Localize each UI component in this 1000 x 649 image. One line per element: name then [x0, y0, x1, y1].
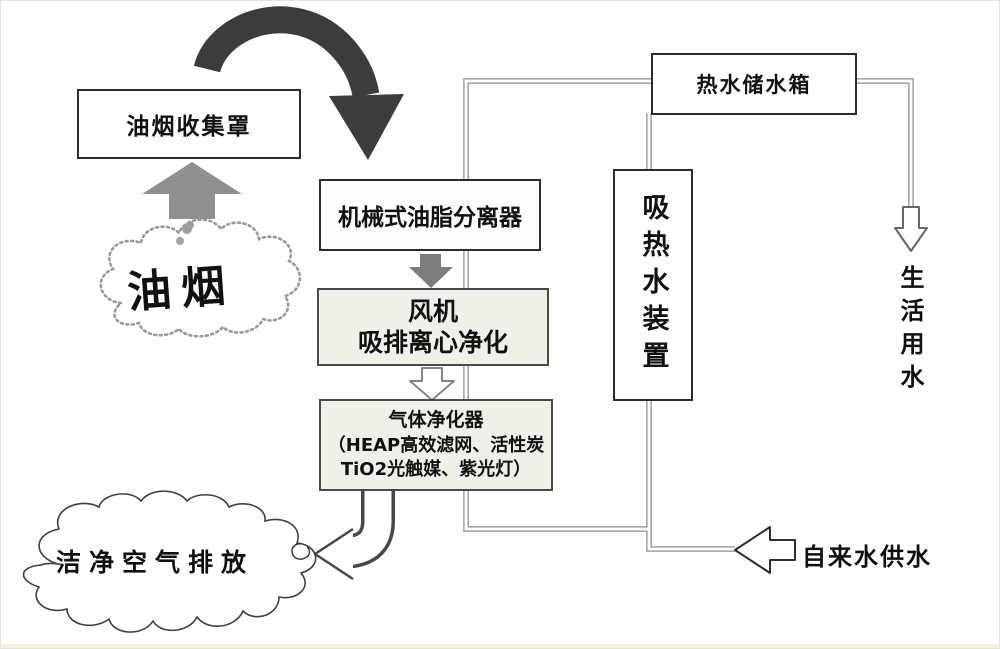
node-label: 油烟收集罩: [126, 114, 252, 140]
curved-arrowhead: [329, 94, 404, 160]
node-mechanical-grease-separator: 机械式油脂分离器: [319, 179, 541, 251]
purifier-to-cloud-arrow: [313, 489, 395, 581]
clean-air-cloud: [22, 490, 317, 633]
curved-flow-arrow: [193, 6, 404, 160]
node-label: 机械式油脂分离器: [338, 205, 522, 231]
node-heat-absorbing-water-device: 吸热水装置: [613, 169, 693, 401]
node-fan-centrifugal-purification: 风机 吸排离心净化: [317, 288, 549, 366]
label-tap-water-supply: 自来水供水: [802, 543, 932, 571]
label-domestic-water: 生活用水: [896, 265, 924, 397]
node-label-line1: 气体净化器: [388, 408, 484, 431]
node-label: 热水储水箱: [696, 73, 812, 97]
bottom-edge-artifact: [1, 644, 999, 648]
node-gas-purifier: 气体净化器 （HEAP高效滤网、活性炭 TiO2光触媒、紫光灯）: [319, 399, 553, 491]
tap-water-left-arrow: [734, 526, 796, 574]
domestic-water-down-arrow: [894, 206, 928, 252]
label-fume: 油烟: [125, 260, 237, 319]
cloud-spiral-doodle: [291, 543, 311, 560]
node-label-line1: 风机: [407, 296, 458, 326]
fume-up-arrow: [142, 162, 242, 245]
node-hot-water-storage-tank: 热水储水箱: [651, 53, 857, 115]
node-label-line2: （HEAP高效滤网、活性炭: [327, 434, 545, 456]
fume-cloud: [99, 218, 302, 338]
pipe-domestic-line: [856, 78, 914, 207]
node-label: 吸热水装置: [637, 192, 669, 378]
node-label-line3: TiO2光触媒、紫光灯）: [340, 458, 532, 480]
separator-to-fan-arrow: [409, 254, 453, 288]
node-label-line2: 吸排离心净化: [357, 328, 508, 357]
fan-to-purifier-arrow: [409, 367, 455, 401]
node-fume-collection-hood: 油烟收集罩: [77, 89, 301, 159]
label-clean-air-discharge: 洁净空气排放: [56, 548, 255, 577]
